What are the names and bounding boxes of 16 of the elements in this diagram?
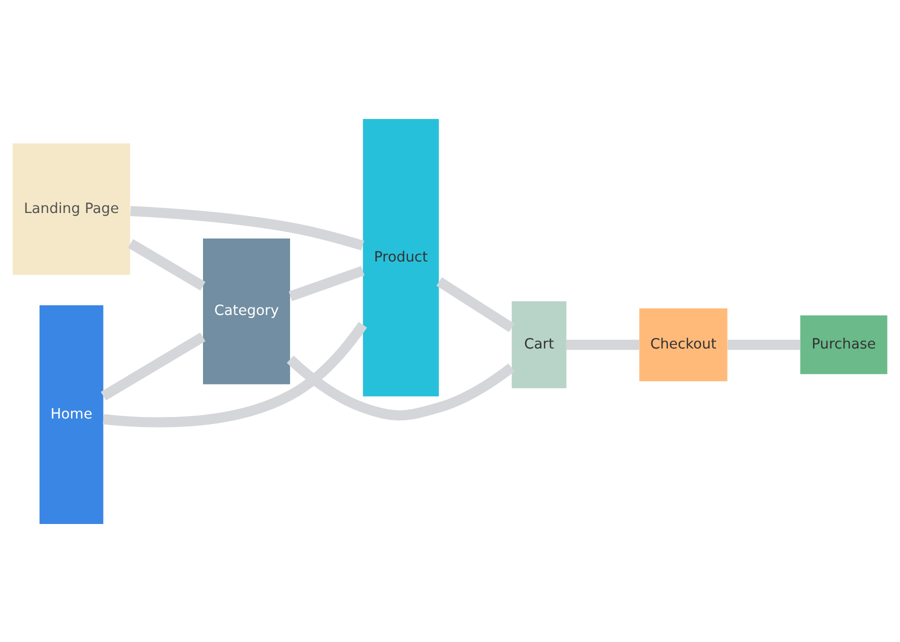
connector	[436, 276, 514, 332]
node-box: Purchase	[800, 314, 888, 374]
connector	[130, 206, 364, 250]
node-box: Category	[203, 238, 290, 384]
connector	[100, 332, 206, 400]
connector	[128, 238, 206, 290]
connector	[728, 339, 800, 350]
connector	[102, 321, 367, 427]
node-box: Product	[362, 118, 439, 396]
connector	[286, 355, 515, 420]
connector	[288, 266, 364, 301]
node-box: Checkout	[639, 308, 728, 381]
node-box: Cart	[512, 300, 566, 388]
node-box: Home	[40, 304, 104, 524]
connector	[566, 339, 640, 350]
node-box: Landing Page	[12, 142, 130, 274]
